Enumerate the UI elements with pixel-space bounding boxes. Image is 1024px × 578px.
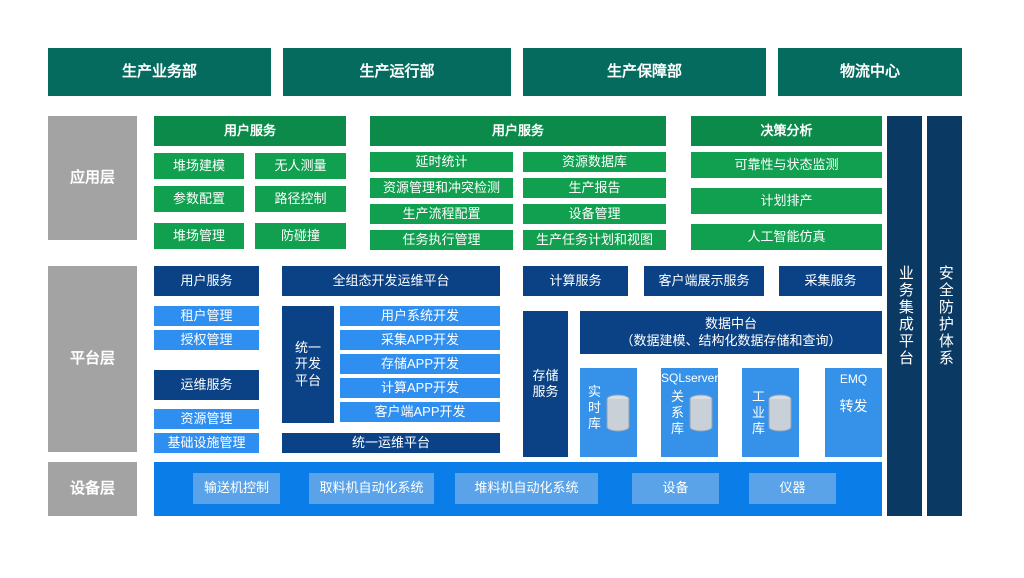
platform-user-service: 用户服务 xyxy=(154,266,259,296)
db-emq-forward: EMQ 转发 xyxy=(825,368,882,457)
layer-label-app: 应用层 xyxy=(48,116,137,240)
security-protection-label: 安全防护体系 xyxy=(936,265,954,367)
db-relational-top: SQLserver xyxy=(661,371,719,385)
db-realtime: 实时库 xyxy=(580,368,637,457)
platform-unified-ops: 统一运维平台 xyxy=(282,433,500,453)
dept-production-operation: 生产运行部 xyxy=(283,48,511,96)
platform-compute-service: 计算服务 xyxy=(523,266,628,296)
business-integration-platform: 业务集成平台 xyxy=(887,116,922,516)
platform-auth-mgmt: 授权管理 xyxy=(154,330,259,350)
device-equipment: 设备 xyxy=(632,473,719,504)
platform-resource-mgmt: 资源管理 xyxy=(154,409,259,429)
app-item-path-control: 路径控制 xyxy=(255,186,346,212)
app-item-production-report: 生产报告 xyxy=(523,178,666,198)
app-group2-title: 用户服务 xyxy=(370,116,666,146)
app-item-reliability-monitor: 可靠性与状态监测 xyxy=(691,152,882,178)
app-item-ai-simulation: 人工智能仿真 xyxy=(691,224,882,250)
platform-ops-service: 运维服务 xyxy=(154,370,259,400)
db-relational-label: 关系库 xyxy=(671,389,685,436)
database-icon xyxy=(768,394,792,432)
dev-compute-app: 计算APP开发 xyxy=(340,378,500,398)
platform-storage-service: 存储服务 xyxy=(523,311,568,457)
platform-client-display: 客户端展示服务 xyxy=(644,266,764,296)
app-item-resource-db: 资源数据库 xyxy=(523,152,666,172)
app-item-resource-conflict: 资源管理和冲突检测 xyxy=(370,178,513,198)
layer-label-platform: 平台层 xyxy=(48,266,137,452)
app-item-delay-stats: 延时统计 xyxy=(370,152,513,172)
device-instrument: 仪器 xyxy=(749,473,836,504)
app-group3-title: 决策分析 xyxy=(691,116,882,146)
business-integration-label: 业务集成平台 xyxy=(896,265,914,367)
dev-storage-app: 存储APP开发 xyxy=(340,354,500,374)
app-item-yard-mgmt: 堆场管理 xyxy=(154,223,244,249)
device-reclaimer-system: 取料机自动化系统 xyxy=(309,473,434,504)
db-realtime-label: 实时库 xyxy=(588,384,602,431)
dept-logistics-center: 物流中心 xyxy=(778,48,962,96)
platform-devops: 全组态开发运维平台 xyxy=(282,266,500,296)
dev-client-app: 客户端APP开发 xyxy=(340,402,500,422)
security-protection-system: 安全防护体系 xyxy=(927,116,962,516)
app-item-unmanned-survey: 无人测量 xyxy=(255,153,346,179)
app-item-scheduling: 计划排产 xyxy=(691,188,882,214)
app-item-equipment-mgmt: 设备管理 xyxy=(523,204,666,224)
data-center-subtitle: （数据建模、结构化数据存储和查询） xyxy=(620,332,842,348)
app-item-yard-modeling: 堆场建模 xyxy=(154,153,244,179)
db-industrial: 工业库 xyxy=(742,368,799,457)
database-icon xyxy=(606,394,630,432)
platform-tenant-mgmt: 租户管理 xyxy=(154,306,259,326)
app-item-anti-collision: 防碰撞 xyxy=(255,223,346,249)
layer-label-device: 设备层 xyxy=(48,462,137,516)
data-center: 数据中台 （数据建模、结构化数据存储和查询） xyxy=(580,311,882,354)
data-center-title: 数据中台 xyxy=(704,316,757,332)
db-industrial-label: 工业库 xyxy=(752,389,766,436)
device-conveyor-control: 输送机控制 xyxy=(193,473,280,504)
app-item-task-plan-view: 生产任务计划和视图 xyxy=(523,230,666,250)
db-emq-label: 转发 xyxy=(839,398,868,414)
platform-infra-mgmt: 基础设施管理 xyxy=(154,433,259,453)
dept-production-business: 生产业务部 xyxy=(48,48,271,96)
dev-collect-app: 采集APP开发 xyxy=(340,330,500,350)
dev-user-system: 用户系统开发 xyxy=(340,306,500,326)
database-icon xyxy=(689,394,713,432)
app-group1-title: 用户服务 xyxy=(154,116,346,146)
db-relational: SQLserver 关系库 xyxy=(661,368,718,457)
app-item-process-config: 生产流程配置 xyxy=(370,204,513,224)
db-emq-top: EMQ xyxy=(839,372,868,386)
device-stacker-system: 堆料机自动化系统 xyxy=(455,473,598,504)
app-item-param-config: 参数配置 xyxy=(154,186,244,212)
app-item-task-execution: 任务执行管理 xyxy=(370,230,513,250)
platform-unified-dev: 统一开发平台 xyxy=(282,306,334,423)
platform-collect-service: 采集服务 xyxy=(779,266,882,296)
dept-production-support: 生产保障部 xyxy=(523,48,766,96)
